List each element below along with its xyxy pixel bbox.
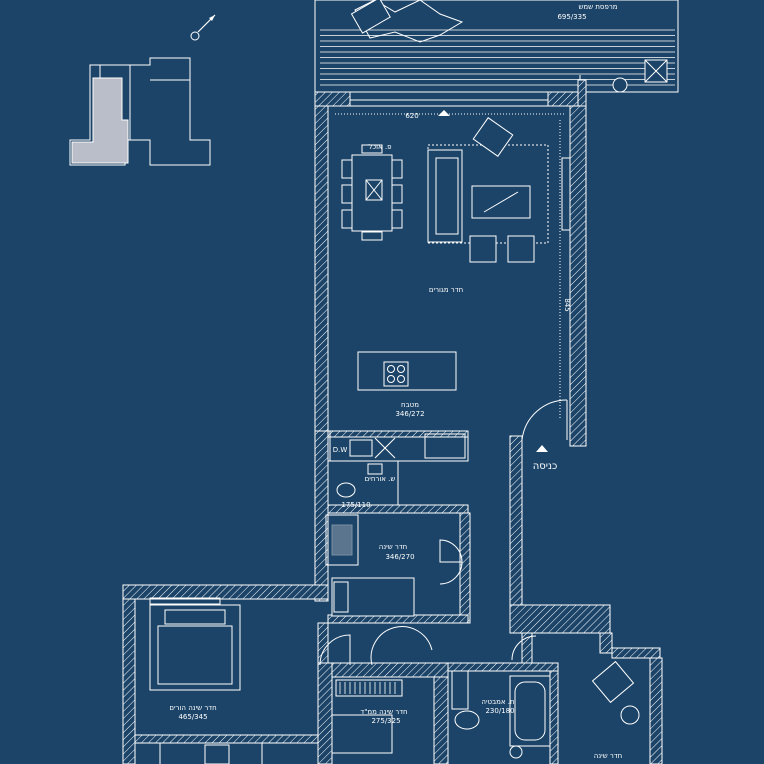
bedroom-1 — [325, 514, 463, 617]
living-name: חדר מגורים — [429, 286, 463, 294]
balcony-dims: 695/335 — [557, 13, 586, 21]
bedroom2-name: חדר שינה — [594, 752, 622, 760]
bedroom-2 — [511, 635, 640, 725]
dining-name: פ. אוכל — [368, 143, 391, 151]
balcony: מרפסת שמש 695/335 — [314, 0, 679, 93]
guest-wc — [327, 460, 399, 506]
key-plan — [69, 57, 211, 166]
bath-name: ח. אמבטיה — [481, 698, 514, 706]
mamad-dims: 275/325 — [371, 717, 400, 725]
dimension-620: 620 — [405, 112, 418, 120]
kitchen-dims: 346/272 — [395, 410, 424, 418]
master-name: חדר שינה הורים — [169, 704, 216, 712]
kitchen-name: מטבח — [401, 401, 419, 409]
walls — [122, 79, 663, 764]
living-furniture — [335, 110, 571, 420]
master-dims: 465/345 — [178, 713, 207, 721]
guest-wc-name: ש. אורחים — [365, 475, 396, 483]
guest-wc-dims: 175/110 — [341, 501, 370, 509]
entrance-door — [521, 399, 568, 452]
room-labels: פ. אוכל חדר מגורים מטבח 346/272 ש. אורחי… — [169, 112, 622, 760]
compass-icon — [190, 14, 216, 41]
bathroom — [451, 670, 551, 759]
balcony-name: מרפסת שמש — [578, 3, 617, 11]
kitchen: D.W — [329, 351, 469, 462]
bedroom1-dims: 346/270 — [385, 553, 414, 561]
bedroom1-name: חדר שינה — [379, 543, 407, 551]
mamad-name: חדר שינה ממ"ד — [360, 708, 407, 716]
lower-bathrooms — [159, 743, 263, 764]
entrance-label: כניסה — [533, 461, 558, 472]
mamad-bedroom — [331, 626, 433, 754]
dw-label: D.W — [333, 446, 348, 454]
dimension-845: 845 — [563, 298, 571, 311]
master-bedroom — [149, 597, 351, 691]
bath-dims: 230/180 — [485, 707, 514, 715]
